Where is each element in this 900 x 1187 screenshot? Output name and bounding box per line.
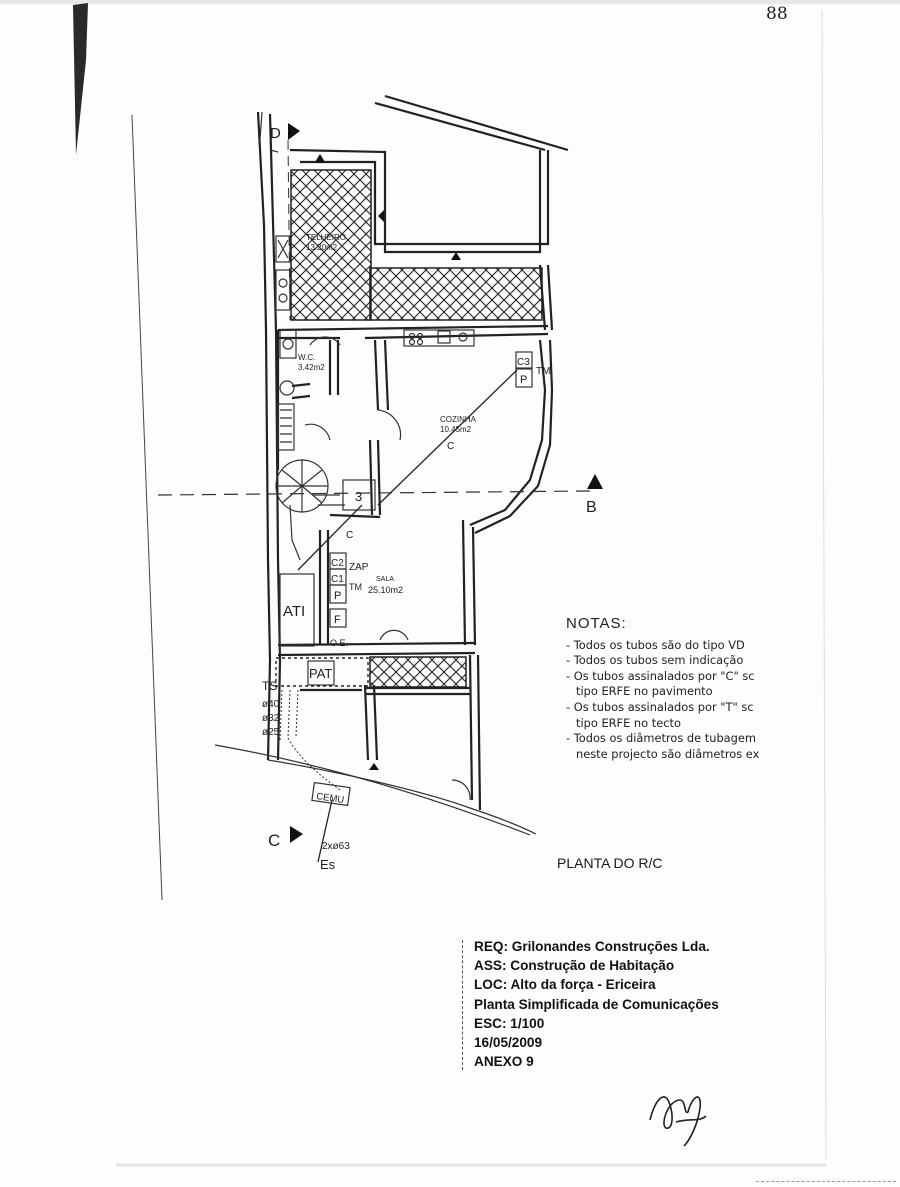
box-p-sala: P [334,590,341,602]
pipe-routes [279,369,518,863]
legend-date: 16/05/2009 [474,1035,543,1051]
room-area-sala: 25.10m2 [368,585,403,595]
room-name-cozinha: COZINHA [440,415,477,424]
bottom-dashed-mark [756,1181,896,1182]
title-block-rule [462,940,465,1070]
label-d40: ø40 [262,699,280,710]
page-border-left [131,114,163,901]
pipe-type-c-sala: C [346,530,353,541]
notes-line: - Todos os tubos sem indicação [566,653,744,668]
pipe-type-c-kitchen: C [447,441,454,452]
label-d32: ø32 [262,713,280,724]
section-line-b [157,490,591,496]
notes-line: - Os tubos assinalados por "C" sc [566,668,755,683]
scan-top-edge [0,0,900,4]
plan-labels: D B C TELHEIRO 13.20m2 W.C. 3.42m2 COZIN… [262,125,597,872]
label-duct: 2xø63 [322,841,350,852]
room-name-wc: W.C. [298,353,315,362]
label-tm-sala: TM [349,582,362,592]
building-walls [214,94,569,836]
section-label-d: D [270,125,281,142]
room-name-sala: SALA [376,576,394,583]
notes-line: - Os tubos assinalados por "T" sc [566,699,754,714]
label-zap: ZAP [349,562,369,573]
legend-req: REQ: Grilonandes Construções Lda. [474,939,710,954]
room-name-telheiro: TELHEIRO [306,233,346,242]
legend-planta: Planta Simplificada de Comunicações [474,996,719,1012]
signature [649,1096,707,1147]
section-label-c: C [268,831,280,850]
label-es: Es [320,857,336,872]
label-ati: ATI [283,603,305,620]
box-p-kitchen: P [520,374,527,386]
notes-line: tipo ERFE no tecto [576,715,681,730]
box-f: F [334,614,341,626]
notes-block: NOTAS: - Todos os tubos são do tipo VD -… [566,616,786,762]
box-c3: C3 [517,357,530,368]
telheiro-hatch [290,169,372,321]
label-cemu: CEMU [316,791,345,806]
page-border-right [821,9,827,1161]
patio-hatch [369,267,543,321]
fixtures [275,235,475,801]
legend-ass: ASS: Construção de Habitação [474,958,675,974]
label-oe: O.E. [330,638,348,648]
section-arrow-d [288,123,300,140]
section-arrow-c [290,826,303,843]
notes-line: - Todos os tubos são do tipo VD [566,637,745,652]
room-area-wc: 3.42m2 [298,363,325,372]
label-d25: ø25 [262,727,280,738]
room-area-telheiro: 13.20m2 [306,243,338,252]
entrance-hatch [369,656,467,688]
legend-loc: LOC: Alto da força - Ericeira [474,977,656,993]
box-c2: C2 [331,558,344,569]
label-pat: PAT [309,666,332,681]
stair-number: 3 [355,489,362,504]
section-label-b: B [586,499,597,516]
notes-line: tipo ERFE no pavimento [576,684,713,699]
box-c1: C1 [331,574,344,585]
label-tm-kitchen: TM [536,366,550,377]
hatched-areas [275,169,543,688]
notes-line: neste projecto são diâmetros ex [576,746,760,761]
equipment-boxes [279,351,533,807]
notes-line: - Todos os diâmetros de tubagem [566,731,756,746]
page-number: 88 [766,4,788,24]
plan-title: PLANTA DO R/C [557,855,663,871]
section-arrow-b [587,474,603,489]
title-block: REQ: Grilonandes Construções Lda. ASS: C… [474,937,719,1071]
spiral-stair [275,459,376,513]
notes-title: NOTAS: [566,616,627,632]
legend-esc: ESC: 1/100 [474,1015,545,1031]
room-area-cozinha: 10.45m2 [440,425,472,434]
legend-anexo: ANEXO 9 [474,1054,534,1070]
label-ts: TS [262,679,277,693]
scan-shadow-left [73,3,88,155]
